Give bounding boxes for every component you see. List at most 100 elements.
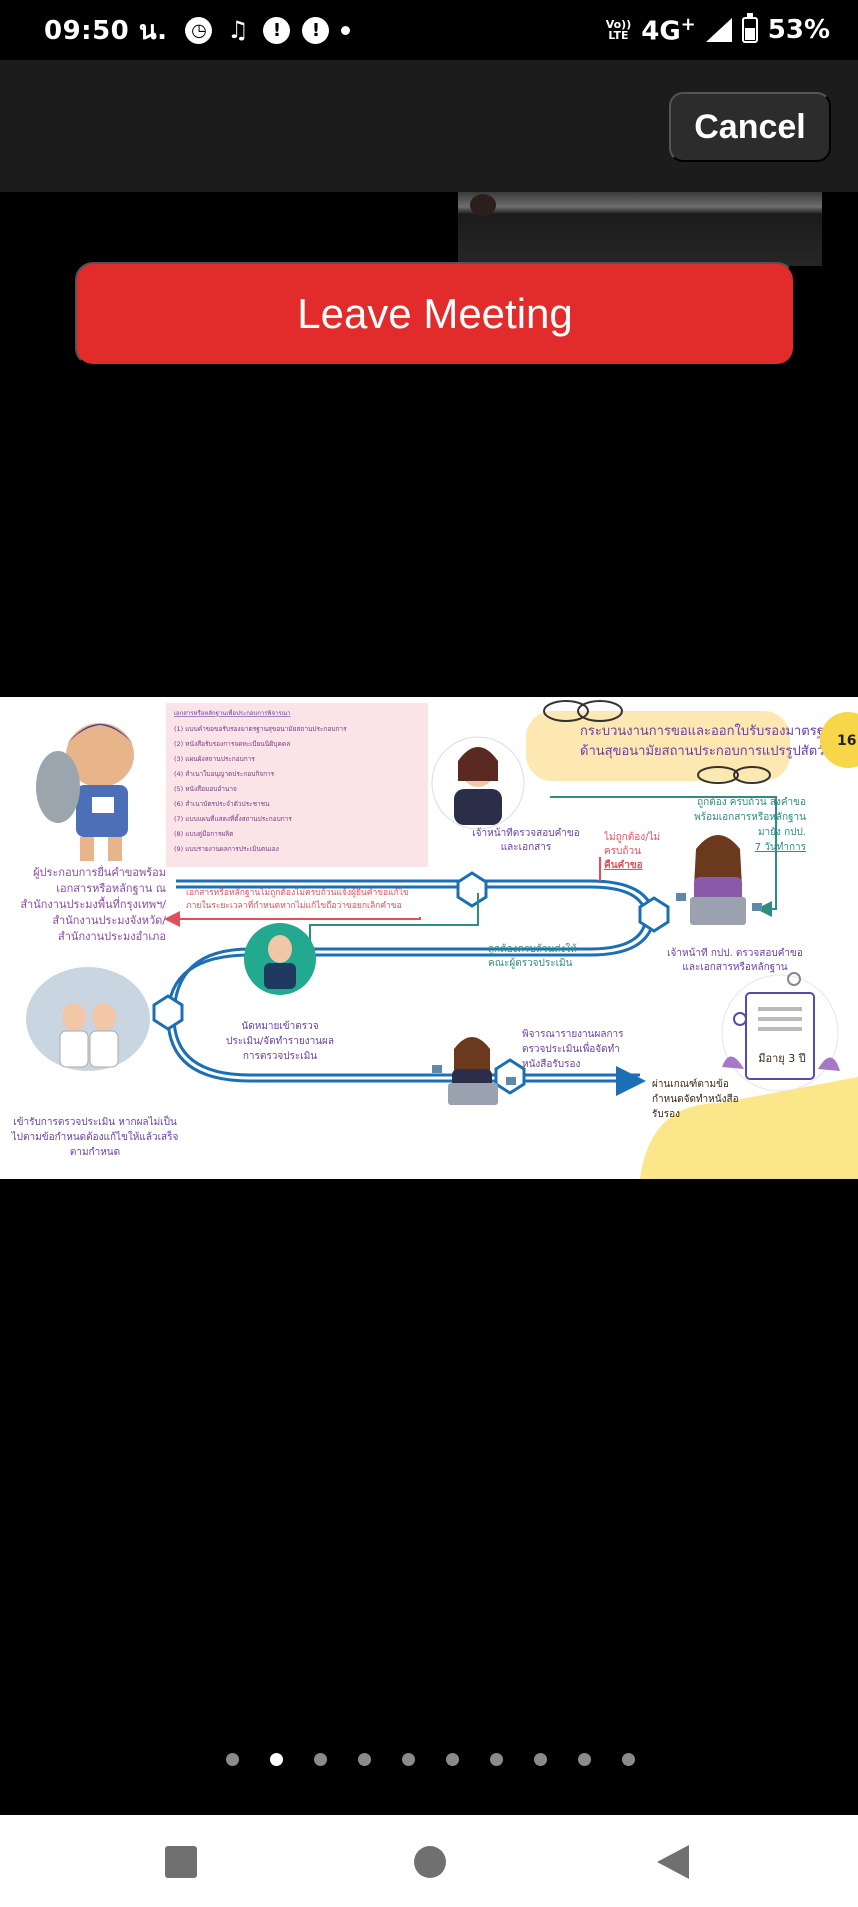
- battery-fill: [744, 28, 755, 40]
- tiktok-icon: ♫: [224, 16, 252, 44]
- assessor-illustration: [244, 923, 316, 995]
- cloud-doodle: [543, 700, 589, 722]
- inspection-text: เข้ารับการตรวจประเมิน หากผลไม่เป็นไปตามข…: [11, 1117, 179, 1158]
- gear-icon: [787, 972, 801, 986]
- correct-text-box: ถูกต้อง ครบถ้วน ส่งคำขอพร้อมเอกสารหรือหล…: [694, 797, 806, 853]
- system-icons: Vo)) LTE 4G+ 53%: [605, 13, 830, 47]
- gear-icon: [733, 1012, 747, 1026]
- incorrect-text-box: ไม่ถูกต้อง/ไม่ครบถ้วน คืนคำขอ: [604, 832, 661, 871]
- shared-screen-slide[interactable]: กระบวนงานการขอและออกใบรับรองมาตรฐาน ด้าน…: [0, 697, 858, 1179]
- back-icon[interactable]: [657, 1845, 689, 1879]
- page-indicator: [226, 1753, 635, 1766]
- meeting-top-panel: Cancel: [0, 60, 858, 192]
- slide-title-line1: กระบวนงานการขอและออกใบรับรองมาตรฐาน: [580, 723, 840, 739]
- reviewer-text-box: เจ้าหน้าที่ตรวจสอบคำขอและเอกสาร: [472, 828, 580, 853]
- leave-meeting-button[interactable]: Leave Meeting: [75, 262, 795, 366]
- participant-video-thumbnail[interactable]: [458, 192, 822, 266]
- volte-line2: LTE: [608, 29, 629, 42]
- leaf-icon: [722, 1056, 744, 1069]
- process-flow-diagram: กระบวนงานการขอและออกใบรับรองมาตรฐาน ด้าน…: [11, 700, 858, 1179]
- validity-text: มีอายุ 3 ปี: [758, 1052, 806, 1065]
- staff-text: เจ้าหน้าที่ กปป. ตรวจสอบคำขอและเอกสารหรื…: [667, 948, 803, 973]
- cloud-doodle: [733, 766, 771, 784]
- android-nav-bar: [0, 1815, 858, 1907]
- volte-line1: Vo)): [605, 18, 632, 31]
- forward-text: ถูกต้องครบถ้วนส่งให้คณะผู้ตรวจประเมิน: [488, 944, 577, 969]
- node-consider: [494, 1058, 526, 1095]
- page-dot[interactable]: [622, 1753, 635, 1766]
- recents-icon[interactable]: [165, 1846, 197, 1878]
- page-dot[interactable]: [490, 1753, 503, 1766]
- page-dot[interactable]: [402, 1753, 415, 1766]
- cancel-button[interactable]: Cancel: [669, 92, 831, 162]
- fisherman-illustration: [36, 723, 134, 861]
- appointment-text-box: นัดหมายเข้าตรวจประเมิน/จัดทำรายงานผลการต…: [225, 1021, 335, 1062]
- document-list-item: (8) แบบคู่มือการผลิต: [174, 830, 233, 838]
- document-list-item: (2) หนังสือรับรองการจดทะเบียนนิติบุคคล: [174, 740, 290, 748]
- network-plus: +: [680, 13, 696, 35]
- page-number-badge: [820, 712, 858, 768]
- title-banner: [526, 711, 790, 781]
- officer-illustration: [432, 1037, 516, 1105]
- speedometer-icon: ◷: [185, 16, 213, 44]
- status-time: 09:50 น.: [44, 15, 168, 46]
- document-list-item: (4) สำเนาใบอนุญาตประกอบกิจการ: [174, 770, 275, 778]
- document-list-title: เอกสารหรือหลักฐานเพื่อประกอบการพิจารณา: [174, 709, 291, 717]
- inspectors-illustration: [26, 967, 150, 1071]
- forward-text-box: ถูกต้องครบถ้วนส่งให้คณะผู้ตรวจประเมิน: [488, 944, 577, 969]
- missing-docs-text: เอกสารหรือหลักฐานไม่ถูกต้องไม่ครบถ้วนแจ้…: [186, 888, 409, 911]
- document-list-item: (6) สำเนาบัตรประจำตัวประชาชน: [174, 800, 270, 808]
- correct-text: ถูกต้อง ครบถ้วน ส่งคำขอพร้อมเอกสารหรือหล…: [694, 797, 806, 838]
- page-number: 16: [837, 733, 856, 749]
- document-list-item: (3) แผนผังสถานประกอบการ: [174, 755, 255, 763]
- node-inspect: [152, 994, 184, 1031]
- network-label: 4G: [641, 16, 681, 47]
- notification-dot-icon: [341, 25, 351, 35]
- cloud-doodle: [697, 766, 739, 784]
- inspection-text-box: เข้ารับการตรวจประเมิน หากผลไม่เป็นไปตามข…: [11, 1117, 179, 1158]
- alert-icon: !: [302, 16, 330, 44]
- network-type: 4G+: [641, 14, 696, 47]
- page-dot[interactable]: [446, 1753, 459, 1766]
- yellow-blob: [640, 1077, 858, 1179]
- home-icon[interactable]: [414, 1846, 446, 1878]
- document-list-item: (5) หนังสือมอบอำนาจ: [174, 785, 237, 793]
- page-dot[interactable]: [358, 1753, 371, 1766]
- forward-arrow: [550, 796, 777, 917]
- slide-title-line2: ด้านสุขอนามัยสถานประกอบการแปรรูปสัตว์น้ำ: [580, 741, 841, 759]
- page-dot[interactable]: [534, 1753, 547, 1766]
- staff-text-box: เจ้าหน้าที่ กปป. ตรวจสอบคำขอและเอกสารหรื…: [667, 948, 803, 973]
- staff-illustration: [676, 835, 762, 925]
- document-list-item: (1) แบบคำขอขอรับรองมาตรฐานสุขอนามัยสถานป…: [174, 725, 347, 733]
- leaf-icon: [818, 1057, 840, 1071]
- applicant-text-box: ผู้ประกอบการยื่นคำขอพร้อมเอกสารหรือหลักฐ…: [20, 866, 166, 943]
- pass-text: ผ่านเกณฑ์ตามข้อกำหนดจัดทำหนังสือรับรอง: [652, 1079, 739, 1120]
- page-dot[interactable]: [226, 1753, 239, 1766]
- reviewer-text: เจ้าหน้าที่ตรวจสอบคำขอและเอกสาร: [472, 828, 580, 853]
- battery-icon: [741, 13, 758, 43]
- validity-text-box: มีอายุ 3 ปี: [758, 1052, 806, 1065]
- applicant-text: ผู้ประกอบการยื่นคำขอพร้อมเอกสารหรือหลักฐ…: [20, 866, 166, 943]
- certificate-icon: [745, 992, 815, 1080]
- cloud-doodle: [577, 700, 623, 722]
- incorrect-text: ไม่ถูกต้อง/ไม่ครบถ้วน: [604, 832, 661, 857]
- node-check: [638, 896, 670, 933]
- participant-head: [470, 194, 496, 216]
- missing-docs-text-box: เอกสารหรือหลักฐานไม่ถูกต้องไม่ครบถ้วนแจ้…: [186, 888, 409, 911]
- return-text: คืนคำขอ: [604, 860, 643, 871]
- page-dot[interactable]: [578, 1753, 591, 1766]
- signal-icon: [705, 18, 732, 42]
- status-bar: 09:50 น. ◷ ♫ ! ! Vo)) LTE 4G+ 53%: [0, 0, 858, 60]
- consider-text-box: พิจารณารายงานผลการตรวจประเมินเพื่อจัดทำห…: [522, 1029, 624, 1070]
- consider-text: พิจารณารายงานผลการตรวจประเมินเพื่อจัดทำห…: [522, 1029, 624, 1070]
- node-review: [456, 871, 488, 908]
- page-dot[interactable]: [270, 1753, 283, 1766]
- pass-text-box: ผ่านเกณฑ์ตามข้อกำหนดจัดทำหนังสือรับรอง: [652, 1079, 739, 1120]
- notification-icons: ◷ ♫ ! !: [185, 16, 351, 44]
- document-list-item: (9) แบบรายงานผลการประเมินตนเอง: [174, 845, 279, 853]
- page-dot[interactable]: [314, 1753, 327, 1766]
- reviewer-illustration: [431, 736, 525, 830]
- alert-icon: !: [263, 16, 291, 44]
- document-list-box: [166, 703, 428, 867]
- appointment-text: นัดหมายเข้าตรวจประเมิน/จัดทำรายงานผลการต…: [225, 1021, 335, 1062]
